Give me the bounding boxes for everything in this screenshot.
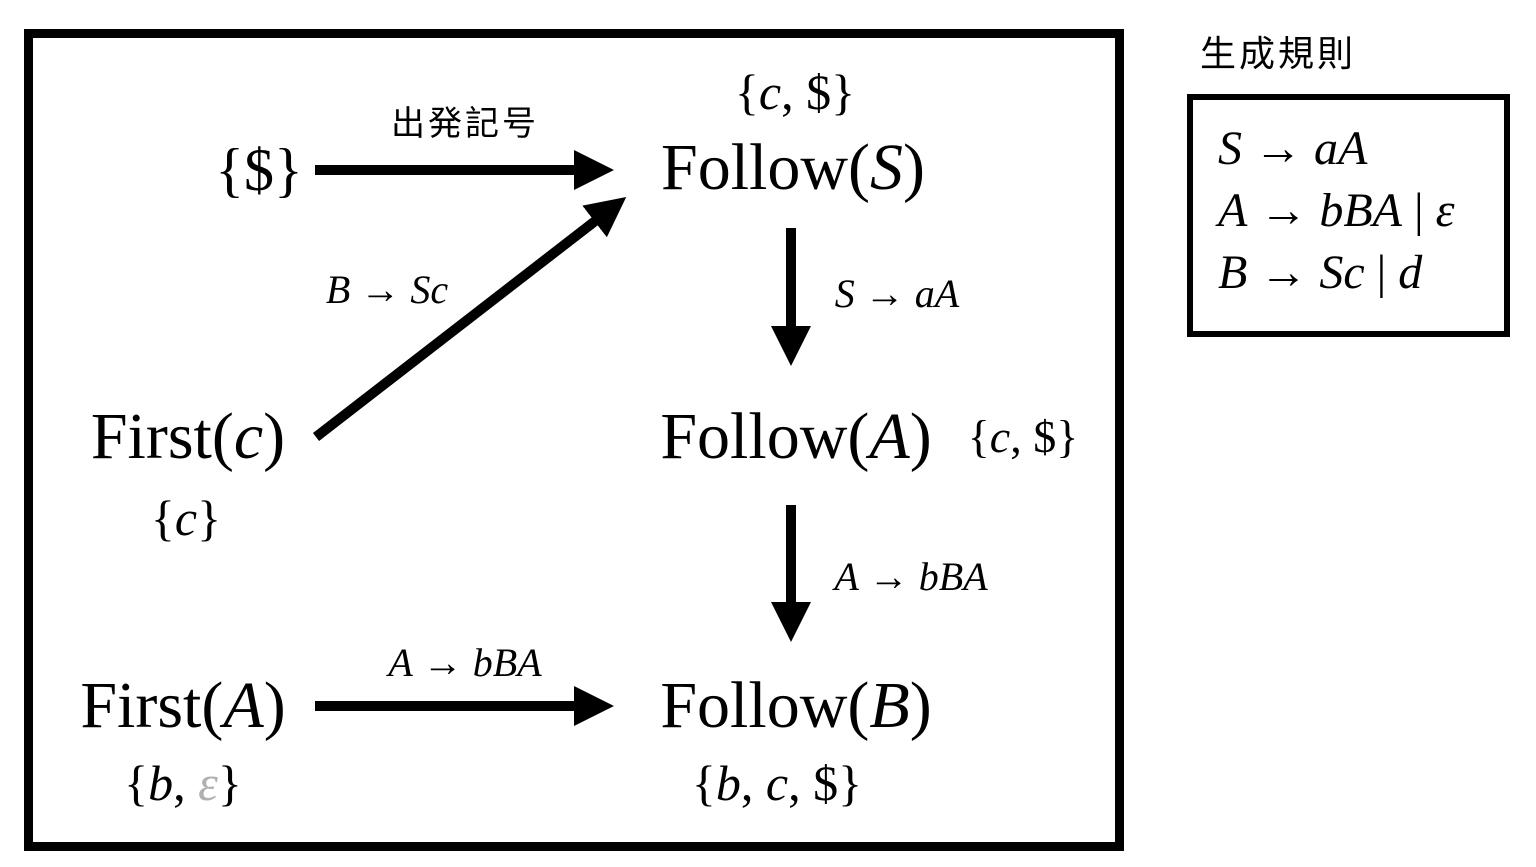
rule-item: A → bBA | ε: [1218, 184, 1455, 237]
first-a-arg: A: [223, 669, 264, 742]
follow-s-set: {c, $}: [734, 64, 856, 120]
rules-box: [1187, 94, 1510, 337]
first-a-set: {b, ε}: [124, 758, 242, 808]
follow-a-node: Follow(A): [660, 400, 932, 473]
start-symbol-label: 出発記号: [391, 104, 539, 144]
rule-item: B → Sc | d: [1218, 246, 1423, 299]
edge-label-a-bba-horizontal: A → bBA: [388, 640, 542, 685]
follow-b-node: Follow(B): [660, 669, 932, 742]
first-c-arg: c: [233, 400, 264, 473]
first-c-set: {c}: [150, 490, 222, 546]
first-a-set-suffix: }: [217, 755, 242, 811]
first-c-node: First(c): [90, 400, 286, 473]
follow-s-node: Follow(S): [660, 131, 926, 204]
first-a-fn: First: [80, 669, 202, 742]
follow-a-fn: Follow: [660, 400, 848, 473]
first-a-node: First(A): [80, 669, 286, 742]
edge-label-b-sc: B → Sc: [325, 267, 449, 312]
first-c-fn: First: [90, 400, 212, 473]
follow-b-arg: B: [869, 669, 910, 742]
edge-label-s-aa: S → aA: [834, 271, 960, 316]
follow-b-fn: Follow: [660, 669, 848, 742]
arrow-first-c-to-follow-s: [312, 196, 627, 441]
follow-s-fn: Follow: [660, 131, 849, 204]
follow-a-set: {c, $}: [967, 411, 1079, 462]
diagram-frame: [24, 29, 1124, 851]
rule-item: S → aA: [1218, 122, 1368, 175]
follow-a-arg: A: [869, 400, 910, 473]
follow-s-arg: S: [870, 131, 904, 204]
rules-title: 生成規則: [1199, 34, 1357, 75]
first-a-set-epsilon: ε: [198, 755, 218, 811]
start-set: {$}: [215, 137, 303, 203]
follow-b-set: {b, c, $}: [691, 755, 863, 811]
edge-label-a-bba-vertical: A → bBA: [834, 554, 988, 599]
first-a-set-prefix: {b,: [124, 755, 199, 811]
